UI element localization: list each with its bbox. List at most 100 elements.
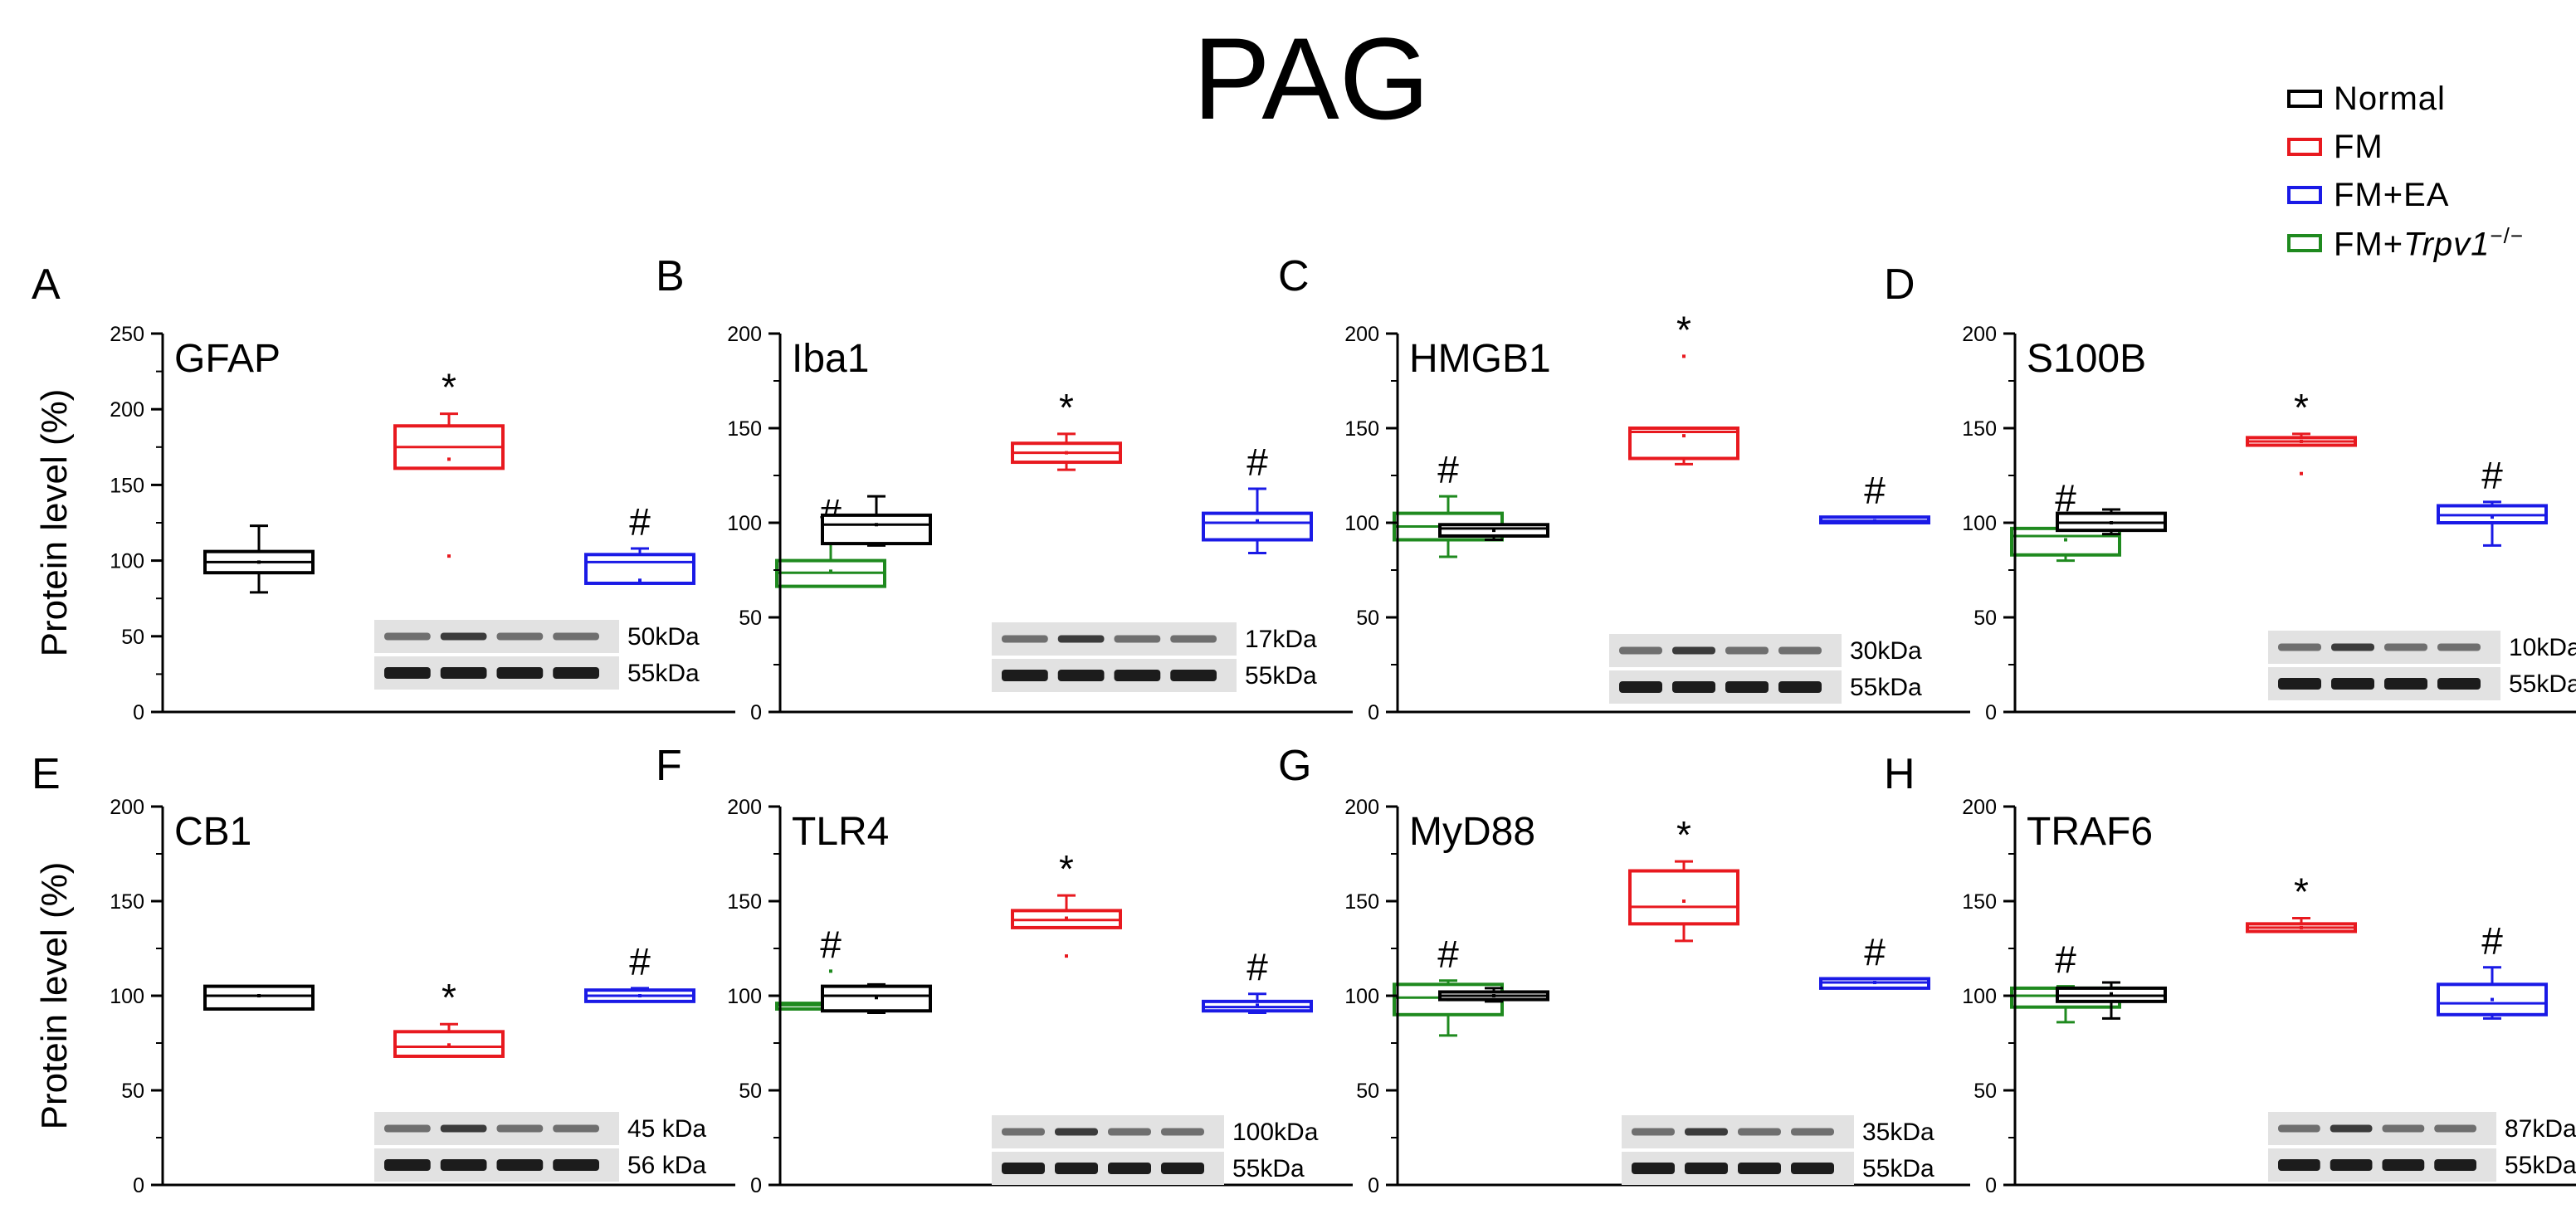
blot-kda-label: 55kDa [1862,1155,1934,1182]
blot-band [1055,1163,1098,1174]
box-1 [2246,917,2357,934]
blot-band [1778,681,1822,693]
blot-band [2382,1159,2425,1171]
box-outlier-point [829,969,832,973]
y-tick-label: 100 [1962,512,1997,535]
blot-kda-label: 30kDa [1850,637,1922,665]
blot-kda-label: 55kDa [1850,674,1922,701]
significance-star: * [2294,386,2309,429]
blot-band [1002,670,1048,681]
legend-swatch-fm-ea [2287,186,2322,204]
legend-label-fm: FM [2334,128,2383,165]
blot-band [2434,1124,2476,1133]
y-tick-label: 0 [750,701,762,724]
legend-item-fm-ea: FM+EA [2287,171,2569,219]
box-mean-point [1682,899,1686,903]
significance-hash: # [820,923,842,966]
y-tick-label: 50 [1973,607,1997,630]
blot-band [1685,1163,1728,1174]
blot-band [2278,1159,2320,1171]
blot-kda-label: 100kDa [1232,1119,1319,1146]
blot-band [553,1159,599,1171]
blot-band [1114,635,1161,643]
y-tick-label: 100 [110,985,144,1008]
box-mean-point [2491,515,2494,519]
blot-band [2278,678,2321,690]
blot-band [496,1159,544,1171]
box-0 [1438,987,1549,1003]
box-mean-point [829,569,832,573]
blot-kda-label: 56 kDa [627,1152,706,1179]
blot-band [1791,1163,1834,1174]
box-mean-point [2110,992,2113,996]
panel-letter: D [1884,261,1915,309]
box-mean-point [875,996,878,1000]
box-1 [1011,894,1122,958]
box-1 [393,1022,505,1058]
protein-title: TRAF6 [2027,810,2153,854]
significance-hash: # [2481,919,2503,963]
protein-title: S100B [2027,337,2146,381]
box-2 [2437,500,2548,547]
y-tick-label: 200 [727,796,762,819]
panel-letter: C [1278,252,1310,300]
box-mean-point [1682,434,1686,438]
panel-letter: H [1884,750,1915,798]
box-0 [203,524,315,594]
blot-band [1055,1128,1098,1136]
blot-band [1685,1128,1728,1136]
blot-band [384,1159,431,1171]
protein-title: HMGB1 [1409,337,1551,381]
blot-band [1057,670,1105,681]
blot-band [2384,643,2427,651]
blot-kda-label: 55kDa [2509,670,2576,698]
protein-title: Iba1 [792,337,869,381]
box-2 [1202,487,1313,554]
blot-band [1002,1163,1045,1174]
blot-band [2437,678,2481,690]
box-iqr [584,553,695,585]
box-mean-point [447,1043,451,1047]
blot-kda-label: 50kDa [627,623,700,651]
blot-band [384,667,431,679]
y-tick-label: 0 [133,1174,144,1197]
panel-letter: G [1278,742,1311,790]
blot-band [1002,1128,1045,1136]
blot-band [1619,646,1662,655]
blot-band [1161,1163,1204,1174]
legend-label-fm-trpv1-genotype: −/− [2490,222,2524,248]
blot-band [1002,635,1048,643]
blot-band [2384,678,2427,690]
box-mean-point [1873,981,1876,985]
blot-band [440,632,487,641]
protein-title: GFAP [174,337,281,381]
blot-band [553,632,599,641]
box-1 [2246,432,2357,475]
significance-hash: # [1864,469,1886,512]
blot-band [1161,1128,1204,1136]
blot-band [1672,646,1715,655]
box-iqr [1202,511,1313,542]
box-2 [584,987,695,1003]
box-0 [1438,523,1549,542]
y-tick-label: 50 [739,1080,762,1103]
y-tick-label: 50 [121,1080,144,1103]
y-tick-label: 250 [110,323,144,346]
y-tick-label: 150 [1344,890,1379,914]
significance-hash: # [2481,454,2503,497]
blot-band [496,1124,544,1133]
box-0 [2056,981,2167,1020]
significance-star: * [1059,386,1074,429]
y-tick-label: 100 [110,550,144,573]
y-tick-label: 50 [1356,607,1379,630]
y-tick-label: 0 [1985,701,1997,724]
box-mean-point [1492,529,1495,533]
y-tick-label: 100 [1344,512,1379,535]
